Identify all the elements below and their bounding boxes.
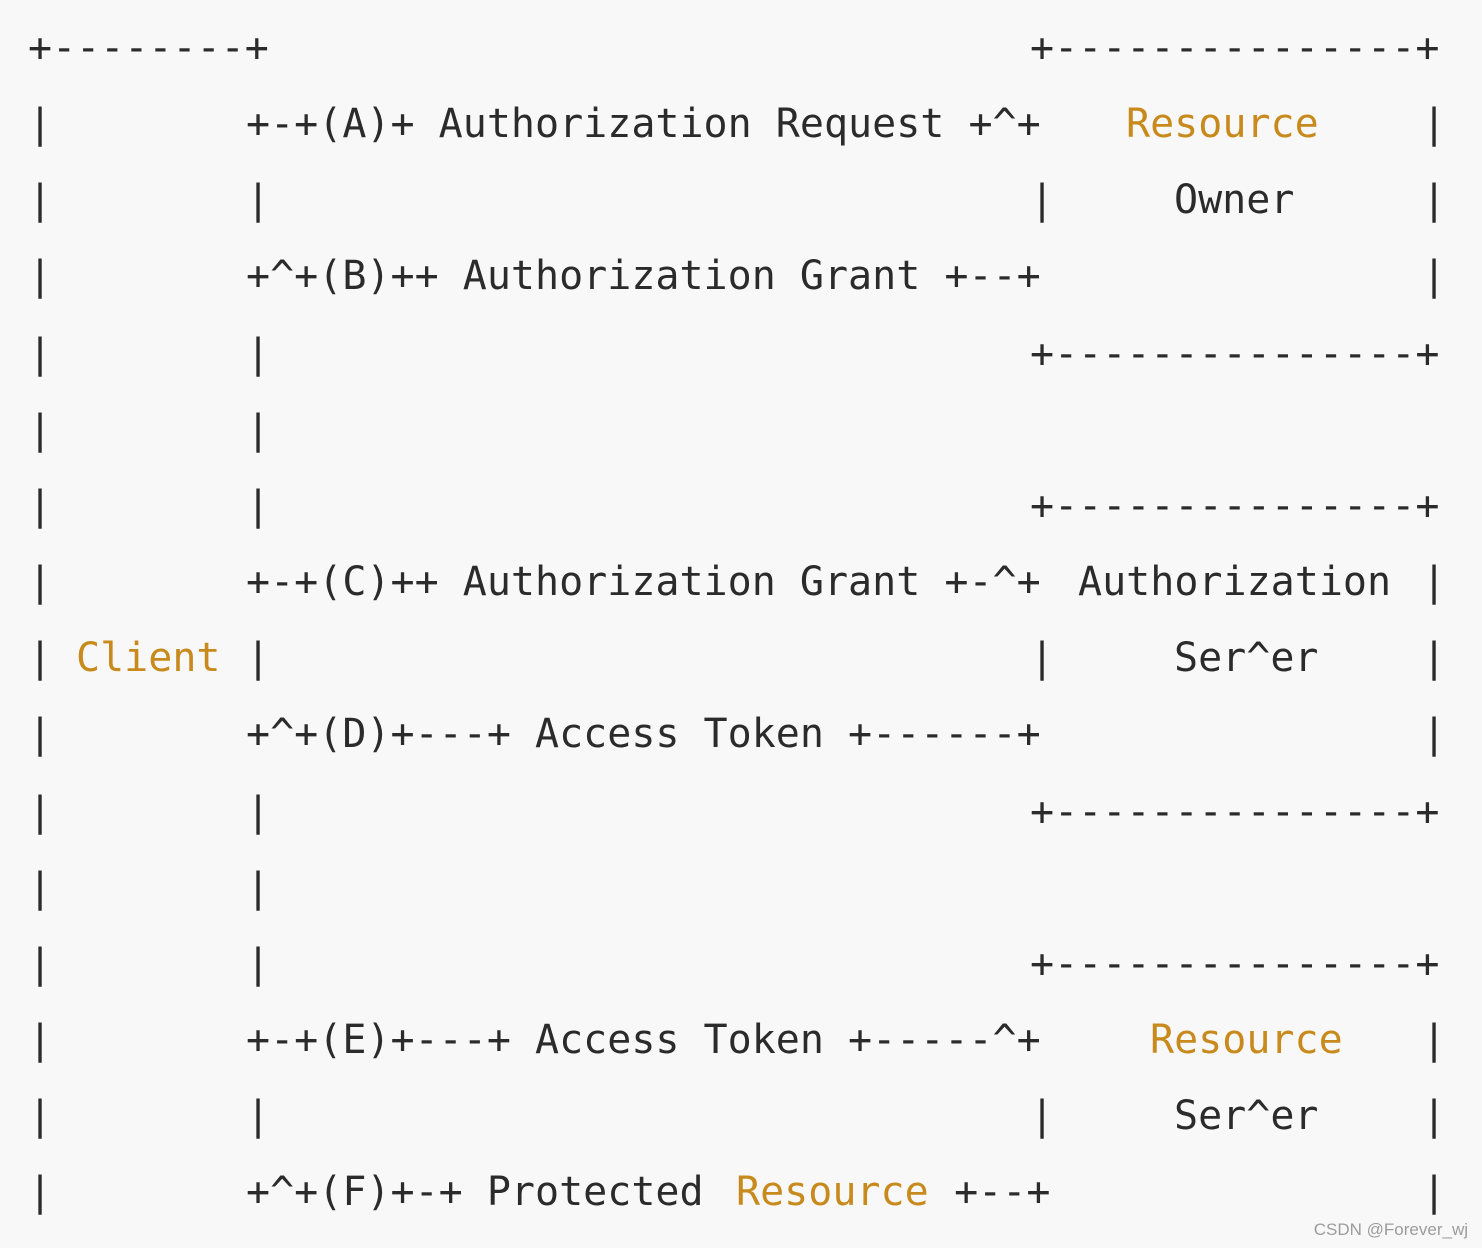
diagram-text: | — [28, 1169, 53, 1215]
diagram-text: | — [246, 177, 271, 223]
diagram-text: | — [246, 635, 271, 681]
diagram-text: +---------------+ — [1030, 941, 1440, 987]
diagram-text: | — [246, 865, 271, 911]
diagram-text: +---------------+ — [1030, 789, 1440, 835]
diagram-text: +^+(F)+-+ Protected — [246, 1169, 728, 1215]
diagram-text: | — [28, 177, 53, 223]
diagram-text: | — [246, 331, 271, 377]
diagram-text: Client — [76, 635, 221, 681]
diagram-text: | — [28, 865, 53, 911]
diagram-text: | — [1422, 101, 1447, 147]
diagram-text: Owner — [1174, 177, 1295, 223]
diagram-text: +-+(A)+ Authorization Request +^+ — [246, 101, 1041, 147]
diagram-text: | — [1422, 559, 1447, 605]
diagram-text: | — [246, 483, 271, 529]
diagram-text: Resource — [1126, 101, 1319, 147]
diagram-text: +--+ — [930, 1169, 1051, 1215]
diagram-text: Ser^er — [1174, 635, 1319, 681]
diagram-text: +^+(B)++ Authorization Grant +--+ — [246, 253, 1041, 299]
diagram-text: | — [28, 789, 53, 835]
diagram-text: | — [1030, 1093, 1055, 1139]
diagram-text: Ser^er — [1174, 1093, 1319, 1139]
diagram-text: | — [1422, 1093, 1447, 1139]
diagram-text: | — [1422, 1169, 1447, 1215]
diagram-text: +---------------+ — [1030, 483, 1440, 529]
diagram-text: +---------------+ — [1030, 25, 1440, 71]
diagram-text: | — [28, 253, 53, 299]
diagram-text: | — [28, 483, 53, 529]
diagram-text: Resource — [736, 1169, 929, 1215]
diagram-text: +^+(D)+---+ Access Token +------+ — [246, 711, 1041, 757]
diagram-text: +---------------+ — [1030, 331, 1440, 377]
diagram-text: | — [28, 101, 53, 147]
diagram-text: | — [28, 1017, 53, 1063]
diagram-text: | — [28, 941, 53, 987]
diagram-text: | — [28, 1093, 53, 1139]
diagram-text: | — [1422, 1017, 1447, 1063]
diagram-text: | — [28, 635, 53, 681]
diagram-text: | — [28, 559, 53, 605]
diagram-text: | — [246, 789, 271, 835]
watermark: CSDN @Forever_wj — [1313, 1220, 1468, 1239]
diagram-text: | — [1422, 253, 1447, 299]
diagram-text: | — [246, 1093, 271, 1139]
diagram-text: | — [1422, 177, 1447, 223]
diagram-text: | — [1030, 177, 1055, 223]
diagram-text: | — [246, 407, 271, 453]
diagram-text: | — [28, 331, 53, 377]
diagram-text: +--------+ — [28, 25, 269, 71]
diagram-text: | — [246, 941, 271, 987]
diagram-text: | — [28, 407, 53, 453]
diagram-text: | — [28, 711, 53, 757]
diagram-text: | — [1030, 635, 1055, 681]
diagram-text: | — [1422, 635, 1447, 681]
diagram-text: Resource — [1150, 1017, 1343, 1063]
diagram-text: | — [1422, 711, 1447, 757]
diagram-text: +-+(C)++ Authorization Grant +-^+ — [246, 559, 1041, 605]
diagram-text: Authorization — [1078, 559, 1392, 605]
diagram-text: +-+(E)+---+ Access Token +-----^+ — [246, 1017, 1041, 1063]
